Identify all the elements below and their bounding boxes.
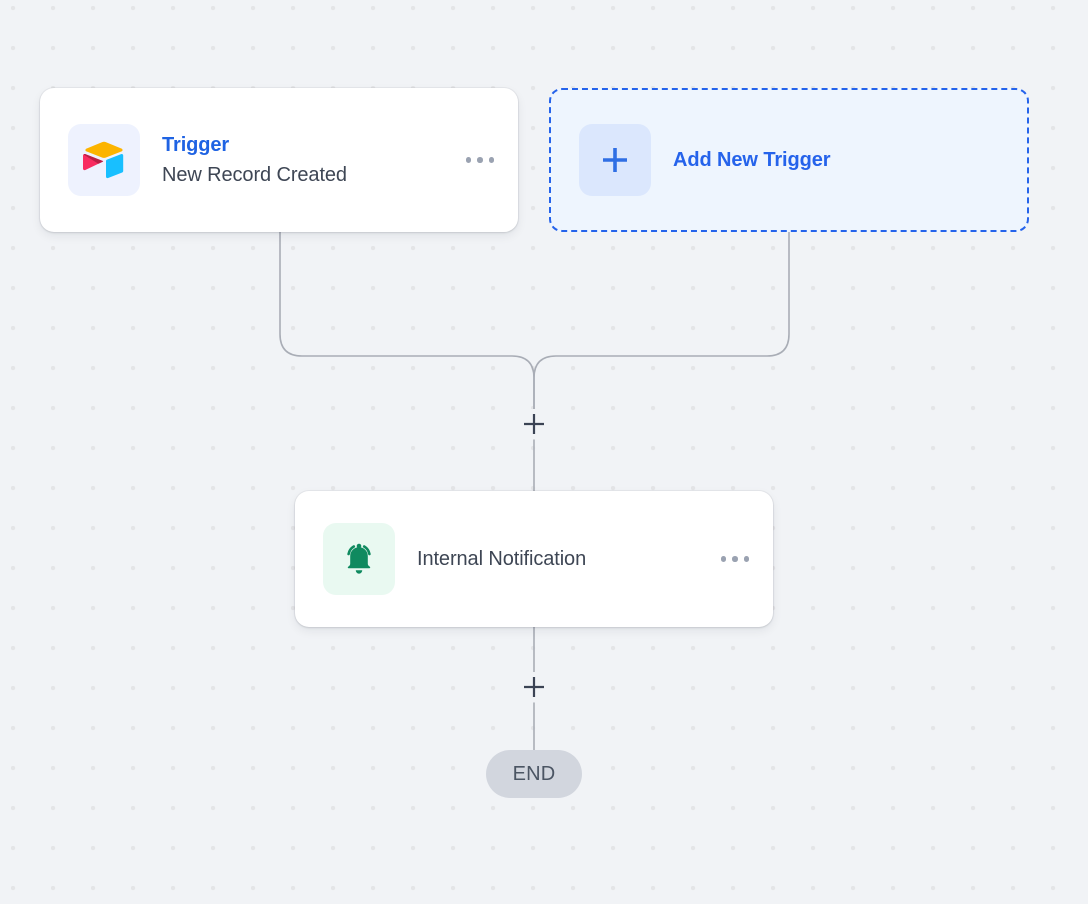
trigger-node-card[interactable]: Trigger New Record Created: [40, 88, 518, 232]
action-node-label: Internal Notification: [417, 548, 587, 570]
trigger-node-kebab-menu-icon[interactable]: [464, 149, 497, 171]
add-new-trigger-label: Add New Trigger: [673, 148, 831, 171]
action-node-card[interactable]: Internal Notification: [295, 491, 773, 627]
kebab-dot: [732, 556, 738, 562]
kebab-dot: [477, 157, 483, 163]
kebab-dot: [743, 556, 749, 562]
plus-icon: [524, 677, 544, 697]
kebab-dot: [465, 157, 471, 163]
add-new-trigger-button[interactable]: Add New Trigger: [549, 88, 1029, 232]
end-node-label: END: [512, 762, 556, 785]
add-step-button-upper[interactable]: [519, 409, 549, 439]
add-step-button-lower[interactable]: [519, 672, 549, 702]
trigger-node-subtitle: New Record Created: [162, 163, 347, 186]
action-node-kebab-menu-icon[interactable]: [719, 548, 752, 570]
trigger-node-title: Trigger: [162, 133, 230, 156]
action-node-text: Internal Notification: [417, 545, 709, 573]
trigger-node-text: Trigger New Record Created: [162, 132, 454, 189]
plus-icon: [524, 414, 544, 434]
connector-trigger-to-merge: [279, 230, 535, 410]
connector-add-trigger-to-merge: [533, 230, 790, 410]
kebab-dot: [720, 556, 726, 562]
end-node[interactable]: END: [486, 750, 582, 798]
airtable-icon: [68, 124, 140, 196]
kebab-dot: [488, 157, 494, 163]
bell-icon: [323, 523, 395, 595]
plus-icon: [579, 124, 651, 196]
